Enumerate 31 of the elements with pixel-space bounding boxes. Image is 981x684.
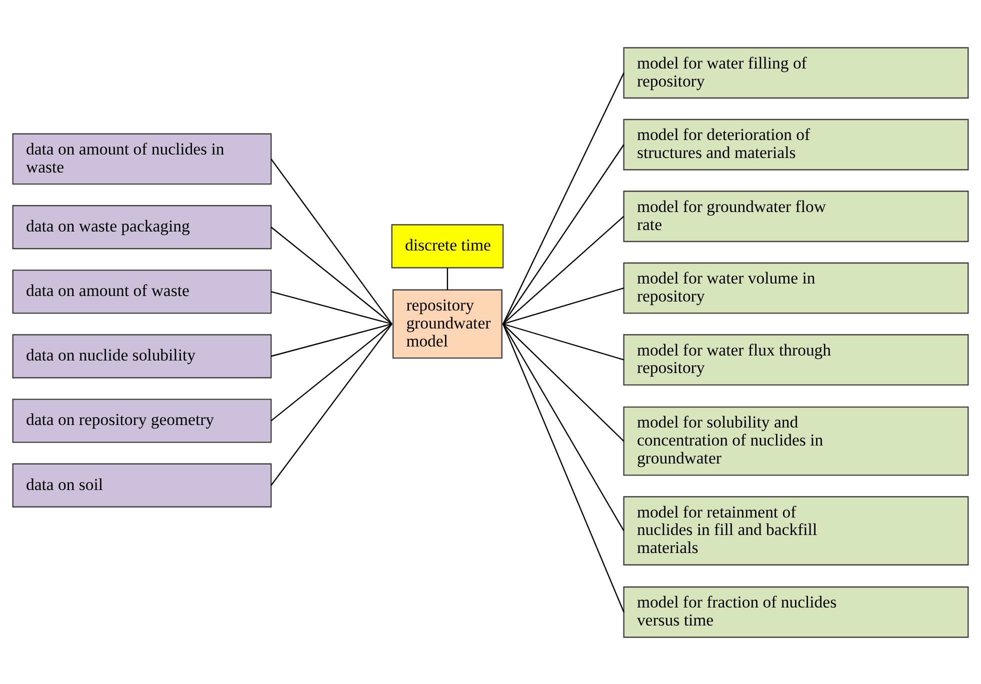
connector xyxy=(502,287,624,324)
connector xyxy=(270,290,392,324)
node-box: model for groundwater flow rate xyxy=(623,190,969,242)
connector xyxy=(502,323,624,442)
connector xyxy=(502,72,624,324)
node-box: data on amount of nuclides in waste xyxy=(12,132,272,184)
node-box: model for water flux through repository xyxy=(623,334,969,386)
node-box: repository groundwater model xyxy=(392,288,502,358)
node-box: data on waste packaging xyxy=(12,204,272,249)
connector xyxy=(270,226,392,324)
node-box: model for retainment of nuclides in fill and backfill materials xyxy=(623,496,969,565)
node-box: data on repository geometry xyxy=(12,398,272,442)
node-box: model for water volume in repository xyxy=(623,262,969,314)
node-box: discrete time xyxy=(391,224,504,268)
node-box: model for solubility and concentration of nuclides in groundwater xyxy=(623,406,969,476)
node-box: data on soil xyxy=(12,462,272,507)
connector xyxy=(446,267,448,290)
node-box: model for fraction of nuclides versus time xyxy=(623,586,969,638)
node-box: model for deterioration of structures and materials xyxy=(623,118,969,170)
connector xyxy=(502,215,624,324)
connector xyxy=(270,158,392,324)
connector xyxy=(502,323,624,612)
connector xyxy=(270,323,392,421)
node-box: data on nuclide solubility xyxy=(12,334,272,378)
node-box: model for water filling of repository xyxy=(623,46,969,98)
connector xyxy=(502,144,624,324)
node-box: data on amount of waste xyxy=(12,269,272,314)
connector xyxy=(270,322,392,356)
connector xyxy=(270,323,392,486)
connector xyxy=(502,322,624,360)
connector xyxy=(502,323,624,531)
